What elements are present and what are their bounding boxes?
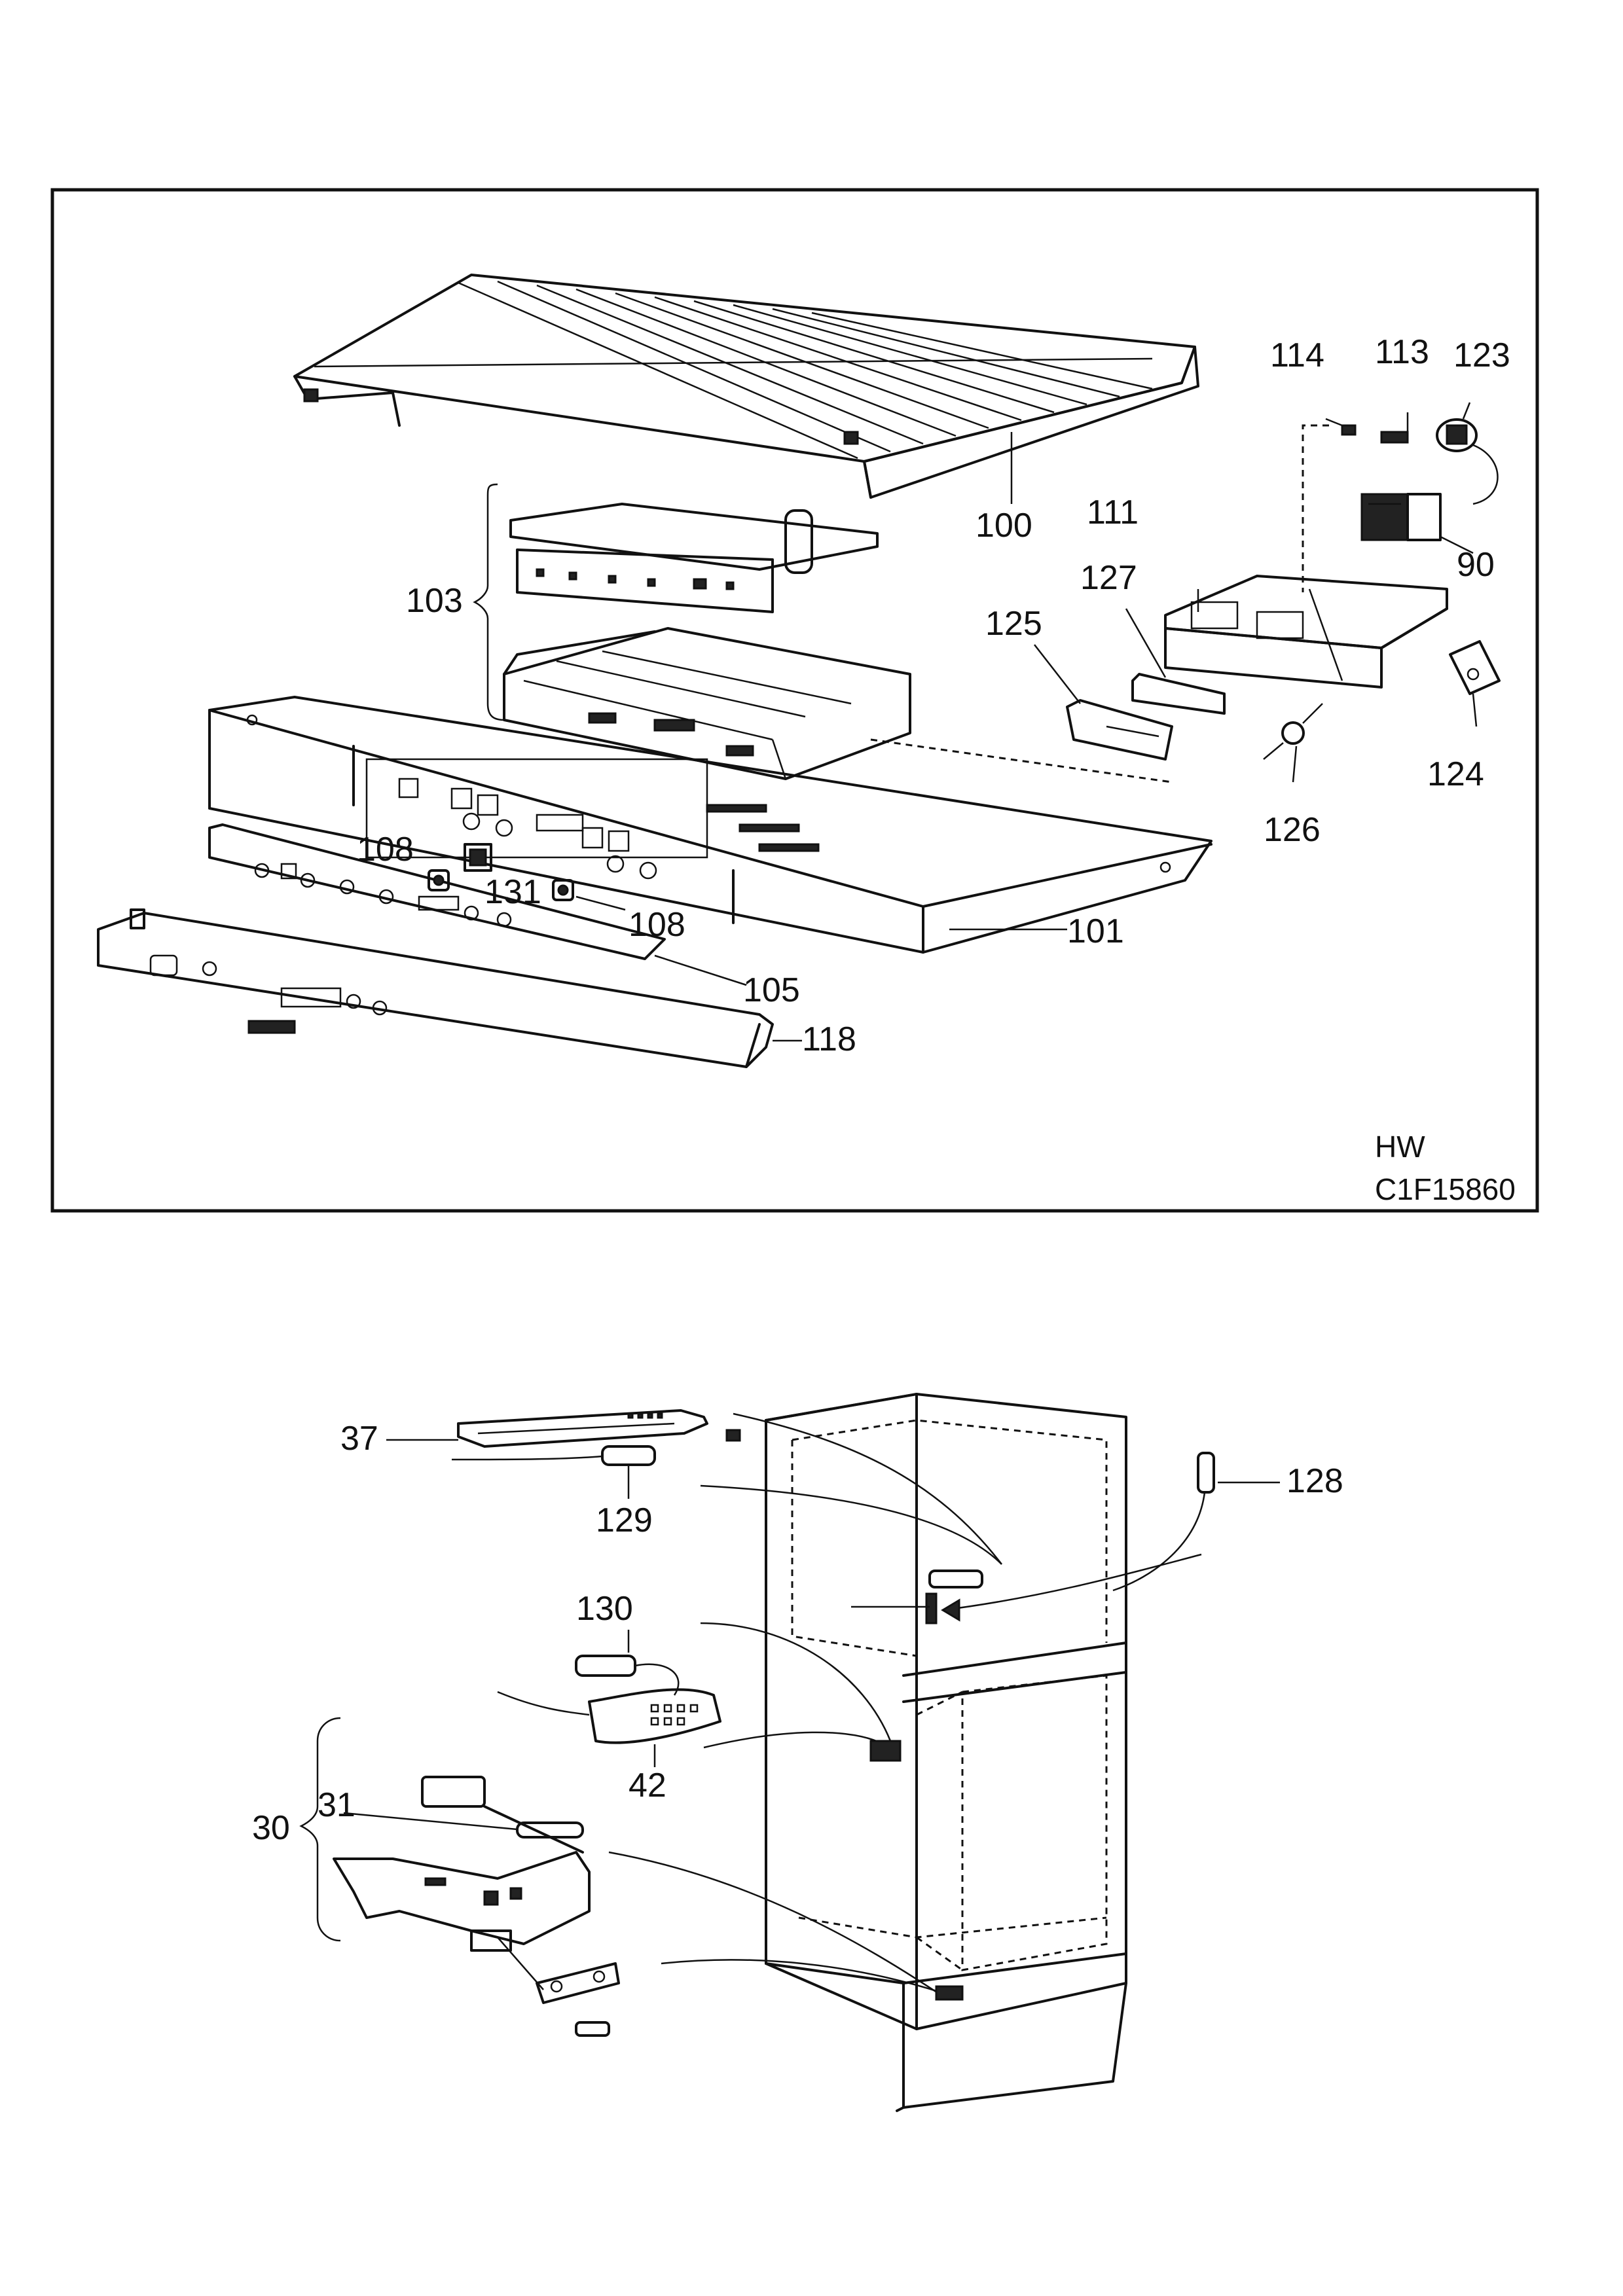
mounted-relay: [935, 1985, 964, 2001]
callout-37: 37: [340, 1420, 378, 1458]
part-111-light-housing: [1164, 575, 1448, 689]
part-125-bracket: [1066, 699, 1173, 761]
callout-130: 130: [576, 1590, 633, 1628]
callout-105: 105: [743, 971, 800, 1009]
part-129-temperature-probe: [451, 1445, 656, 1466]
mounted-thermostat: [925, 1592, 938, 1624]
mounted-thermostat-box: [869, 1740, 902, 1762]
callout-100: 100: [976, 507, 1032, 545]
part-118-fascia: [97, 908, 774, 1068]
part-128-sensor: [1112, 1452, 1215, 1592]
callout-101: 101: [1067, 912, 1124, 950]
callout-125: 125: [985, 605, 1042, 643]
callout-118: 118: [802, 1020, 856, 1058]
callout-131: 131: [484, 873, 541, 911]
callout-111: 111: [1087, 493, 1139, 531]
part-100-top-cover: [293, 274, 1199, 499]
diagram-tag-line1: HW: [1375, 1130, 1425, 1164]
callout-90: 90: [1457, 546, 1495, 584]
part-90-transformer: [1360, 493, 1442, 541]
part-103-control-module: [503, 503, 911, 780]
callout-127: 127: [1080, 559, 1137, 597]
callout-31: 31: [318, 1786, 356, 1824]
part-108-knob-right: [552, 879, 574, 901]
callout-103: 103: [406, 582, 463, 620]
callout-124: 124: [1427, 755, 1484, 793]
callout-114: 114: [1270, 336, 1324, 374]
callout-123: 123: [1453, 336, 1510, 374]
part-127-lamp-cover: [1131, 673, 1226, 715]
callout-108-right: 108: [629, 906, 685, 944]
part-37-sensor-holder: [457, 1409, 741, 1448]
part-101-front-panel-housing: [208, 696, 1213, 954]
diagram-frame: [50, 188, 1539, 1213]
mounted-sensor-holder: [928, 1570, 983, 1588]
callout-108-left: 108: [357, 831, 414, 869]
part-114-113-123-lamp-assembly: [1341, 418, 1499, 505]
part-105-button-frame: [208, 823, 666, 960]
part-124-hinge: [1449, 640, 1501, 695]
callout-129: 129: [596, 1501, 653, 1539]
callout-42: 42: [629, 1767, 666, 1804]
callout-126: 126: [1264, 811, 1321, 849]
refrigerator-cabinet: [765, 1393, 1127, 2112]
part-126-spring: [1263, 703, 1323, 760]
part-42-thermostat: [497, 1688, 721, 1744]
part-131-switch: [464, 843, 492, 872]
diagram-tag-line2: C1F15860: [1375, 1172, 1516, 1206]
part-30-relay-bracket: [333, 1776, 620, 2037]
callout-128: 128: [1286, 1462, 1343, 1500]
callout-30: 30: [252, 1809, 290, 1847]
callout-113: 113: [1375, 333, 1429, 371]
part-108-knob-left: [428, 869, 450, 891]
part-31-heater-cartridge: [516, 1821, 584, 1839]
